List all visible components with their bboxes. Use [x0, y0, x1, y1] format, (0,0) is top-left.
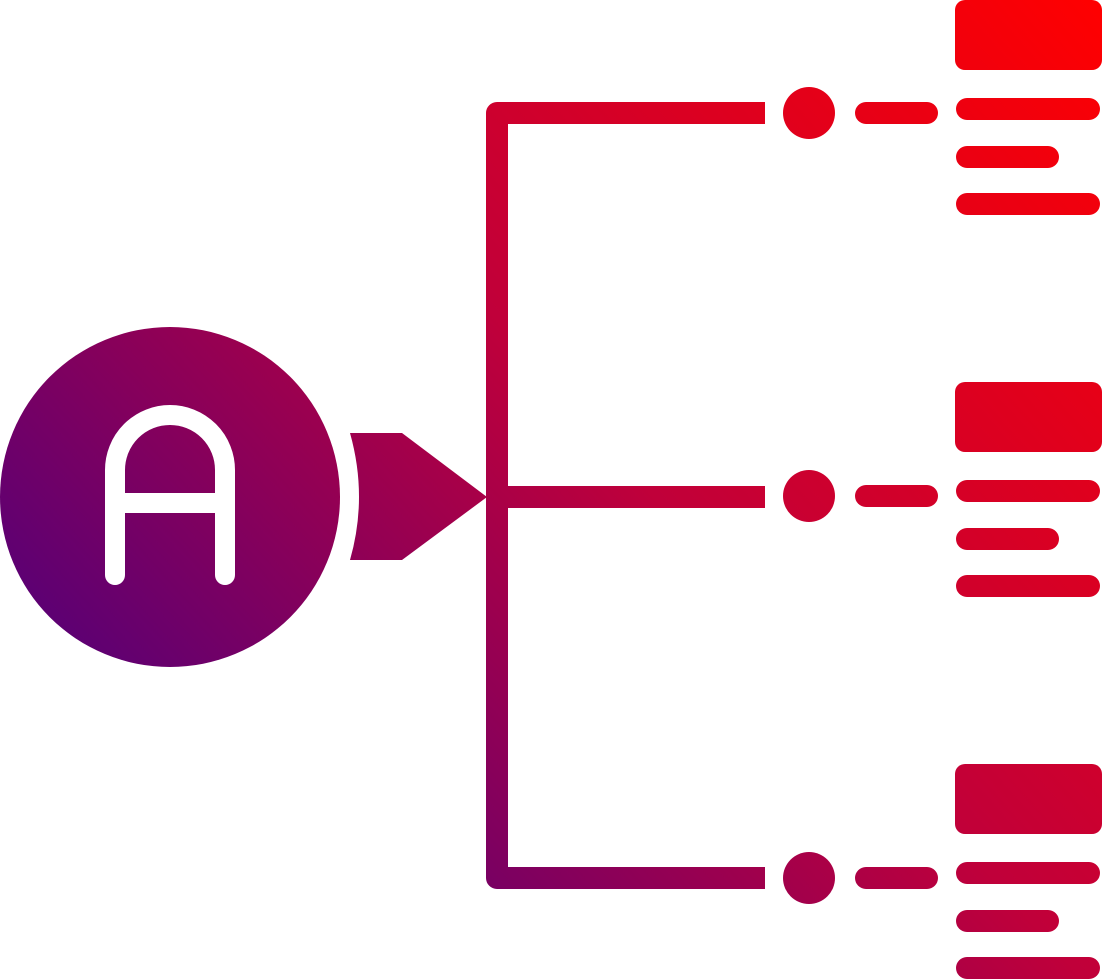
root-node: A: [0, 327, 340, 667]
branch-title-block: [955, 0, 1102, 70]
pointer-arrow: [350, 433, 487, 560]
branch-middle: [783, 382, 1102, 597]
tree-bracket: [486, 102, 765, 889]
branch-dot: [783, 852, 835, 904]
branch-title-block: [955, 764, 1102, 834]
branch-bottom: [783, 764, 1102, 979]
branch-title-block: [955, 382, 1102, 452]
branch-dot: [783, 470, 835, 522]
branch-top: [783, 0, 1102, 215]
branch-dot: [783, 87, 835, 139]
letter-a-icon: [105, 405, 235, 585]
